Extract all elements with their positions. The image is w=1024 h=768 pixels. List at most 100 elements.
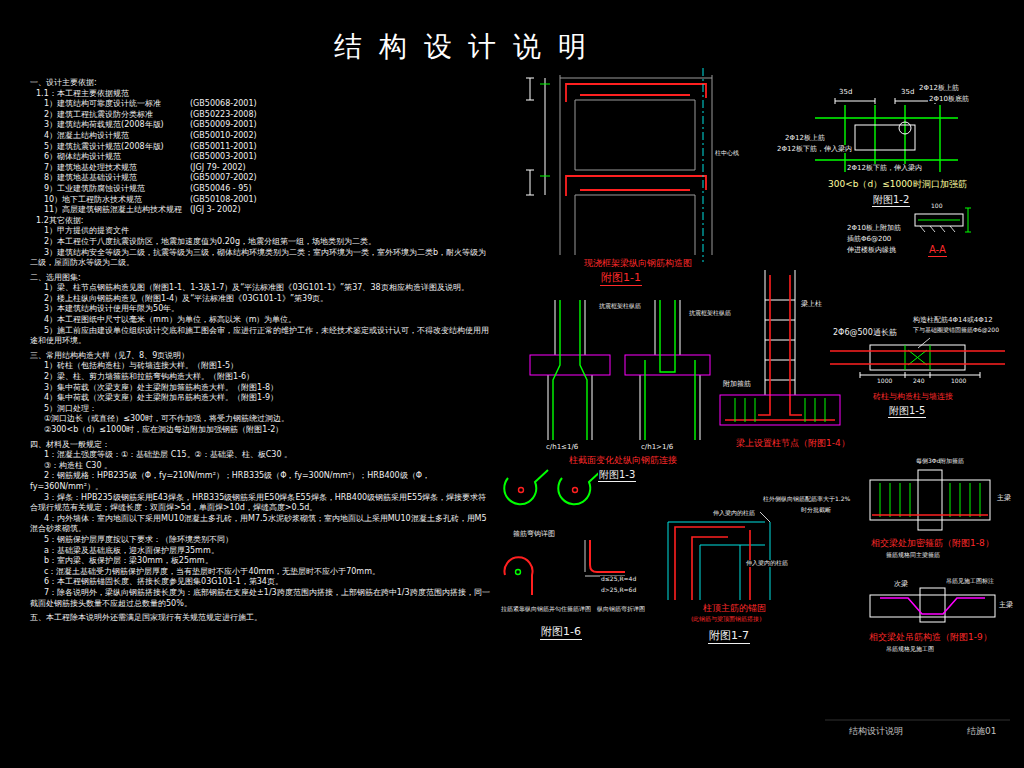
column-on-beam-detail [735,398,825,422]
note-text: 6：本工程钢筋锚固长度、搭接长度参见图集03G101-1，第34页。 [30,577,492,588]
note-row: 2）楼上柱纵向钢筋构造见（附图1-4）及“平法标准图《03G101-1》”第39… [30,294,492,305]
code-number: (GB50011-2001) [190,142,257,153]
note-text: b：室内梁、板保护层：梁30mm，板25mm。 [30,556,492,567]
drawing-label: 抗震框架柱纵筋 [688,310,732,317]
hanger-bar-detail [870,588,995,622]
intersecting-beam-stirrup-detail [870,470,990,530]
note-row: 3）建筑结构安全等级为二级，抗震等级为三级，砌体结构环境类别为二类；室内环境为一… [30,248,492,269]
note-row: 7）建筑地基处理技术规范(JGJ 79- 2002) [30,163,492,174]
note-row: b：室内梁、板保护层：梁30mm，板25mm。 [30,556,492,567]
note-row: 1）甲方提供的提资文件 [30,226,492,237]
note-text: 2）楼上柱纵向钢筋构造见（附图1-4）及“平法标准图《03G101-1》”第39… [30,294,492,305]
drawing-label: 吊筋规格见施工图 [885,646,935,653]
column-on-beam-detail [725,275,835,420]
note-row: 7：除各说明外，梁纵向钢筋搭接长度为：底部钢筋在支座处±1/3跨度范围内搭接，上… [30,588,492,609]
note-row: 4）集中荷载（次梁支座）处主梁附加吊筋构造大样。（附图1-9） [30,393,492,404]
note-text: c：混凝土基础受力钢筋保护层厚度，当有垫层时不应小于40mm，无垫层时不应小于7… [30,567,492,578]
note-row: 5）施工前应由建设单位组织设计交底和施工图会审，应进行正常的维护工作，未经技术鉴… [30,326,492,347]
note-text: ①洞口边长（或直径）≤300时，可不作加强，将受力钢筋绕过洞边。 [30,414,492,425]
note-row: 二、选用图集: [30,273,492,284]
drawing-label: 柱中心线 [714,150,740,157]
note-text: 1：混凝土强度等级：①：基础垫层 C15。②：基础梁、柱、板C30 。 [30,450,492,461]
section-heading: 一、设计主要依据: [30,78,492,89]
brick-column-connection-detail [870,345,965,370]
drawing-label: 100 [930,203,943,210]
note-row: c：混凝土基础受力钢筋保护层厚度，当有垫层时不应小于40mm，无垫层时不应小于7… [30,567,492,578]
detail-title: 柱顶主筋的锚固 [702,603,767,613]
section-heading: 五、本工程除本说明外还需满足国家现行有关规范规定进行施工。 [30,613,492,624]
code-name: 6）砌体结构设计规范 [30,152,190,163]
note-text: 3）建筑结构安全等级为二级，抗震等级为三级，砌体结构环境类别为二类；室内环境为一… [30,248,492,269]
code-name: 11）高层建筑钢筋混凝土结构技术规程 [30,205,190,216]
note-row: 6：本工程钢筋锚固长度、搭接长度参见图集03G101-1，第34页。 [30,577,492,588]
detail-title: 相交梁处加密箍筋（附图1-8） [870,538,995,548]
note-row: 1）梁、柱节点钢筋构造见图（附图1-1、1-3及1-7）及“平法标准图《03G1… [30,283,492,294]
note-row: 6）砌体结构设计规范(GB50003-2001) [30,152,492,163]
intersecting-beam-stirrup-detail [870,480,990,520]
drawing-label: 柱外侧纵向钢筋配筋率大于1.2% [762,496,851,503]
drawing-label: 次梁 [893,580,909,588]
note-row: 4）混凝土结构设计规范(GB50010-2002) [30,131,492,142]
hanger-bar-detail [920,588,945,622]
drawing-label: 吊筋见施工图标注 [945,578,995,585]
note-row: 4）本工程图纸中尺寸以毫米（mm）为单位，标高以米（m）为单位。 [30,315,492,326]
drawing-label: 2Φ12板下筋，伸入梁内 [776,145,853,153]
hook-details [504,470,548,504]
note-row: 三、常用结构构造大样（见7、8、9页说明） [30,351,492,362]
note-row: 11）高层建筑钢筋混凝土结构技术规程(JGJ 3- 2002) [30,205,492,216]
note-text: 1）梁、柱节点钢筋构造见图（附图1-1、1-3及1-7）及“平法标准图《03G1… [30,283,492,294]
drawing-label: 纵向钢筋弯折详图 [596,606,646,613]
drawing-label: 结施01 [966,726,997,736]
code-number: (JGJ 79- 2002) [190,163,246,174]
code-number: (GB50068-2001) [190,99,257,110]
note-text: ③：构造柱 C30 。 [30,461,492,472]
drawing-label: 结构设计说明 [848,726,904,736]
note-text: 5：钢筋保护层厚度按以下要求：（除环境类别不同） [30,535,492,546]
drawing-label: 2Φ10板上附加筋 [846,224,902,232]
note-row: 5）建筑抗震设计规范(2008年版)(GB50011-2001) [30,142,492,153]
note-row: ②300<b（d）≤1000时，应在洞边每边附加加强钢筋（附图1-2） [30,425,492,436]
drawing-label: c/h1>1/6 [640,443,674,451]
hook-details [585,540,625,576]
drawing-label: 伸入梁内的柱筋 [745,560,789,567]
note-row: 四、材料及一般规定： [30,440,492,451]
detail-title: (此钢筋与梁顶面钢筋搭接) [690,616,763,623]
note-text: 4：内外墙体：室内地面以下采用MU10混凝土多孔砖，用M7.5水泥砂浆砌筑；室内… [30,514,492,535]
drawing-label: 构造柱配筋4Φ14或4Φ12 [912,316,994,324]
opening-reinforcement-detail [918,208,971,232]
detail-title: 附图1-1 [600,272,642,286]
column-top-anchorage-detail [668,512,770,600]
drawing-label: 2Φ6@500通长筋 [832,328,898,337]
drawing-label: 附加箍筋 [722,380,752,388]
note-row: 1）砖柱（包括构造柱）与砖墙连接大样。（附图1-5） [30,361,492,372]
code-name: 3）建筑结构荷载规范(2008年版) [30,120,190,131]
note-row: 3）本建筑结构设计使用年限为50年。 [30,304,492,315]
code-number: (GB50046 - 95) [190,184,252,195]
note-row: 3）建筑结构荷载规范(2008年版)(GB50009-2001) [30,120,492,131]
code-name: 8）建筑地基基础设计规范 [30,173,190,184]
drawing-label: d≤25,R=4d [600,576,637,583]
sheet-title: 结构设计说明 [334,28,603,66]
note-text: 1）砖柱（包括构造柱）与砖墙连接大样。（附图1-5） [30,361,492,372]
hook-details [519,488,524,493]
drawing-label: 2Φ12板上筋 [784,134,826,142]
drawing-label: 插筋Φ6@200 [846,235,892,243]
brick-column-connection-detail [830,351,1005,364]
opening-reinforcement-detail [815,98,971,232]
intersecting-beam-stirrup-detail [880,483,980,517]
column-top-anchorage-detail [760,512,770,522]
frame-beam-detail [526,78,545,195]
column-on-beam-detail [720,270,840,425]
note-row: 5）洞口处理： [30,404,492,415]
note-row: 3）集中荷载（次梁支座）处主梁附加箍筋构造大样。（附图1-8） [30,383,492,394]
code-number: (JGJ 3- 2002) [190,205,241,216]
section-heading: 三、常用结构构造大样（见7、8、9页说明） [30,351,492,362]
hanger-bar-detail [880,598,985,614]
hook-details [590,540,625,572]
code-number: (GB50223-2008) [190,110,257,121]
drawing-label: 每侧3Φd附加箍筋 [915,458,965,465]
drawing-label: 箍筋弯钩详图 [512,530,556,538]
code-number: (GB50009-2001) [190,120,257,131]
